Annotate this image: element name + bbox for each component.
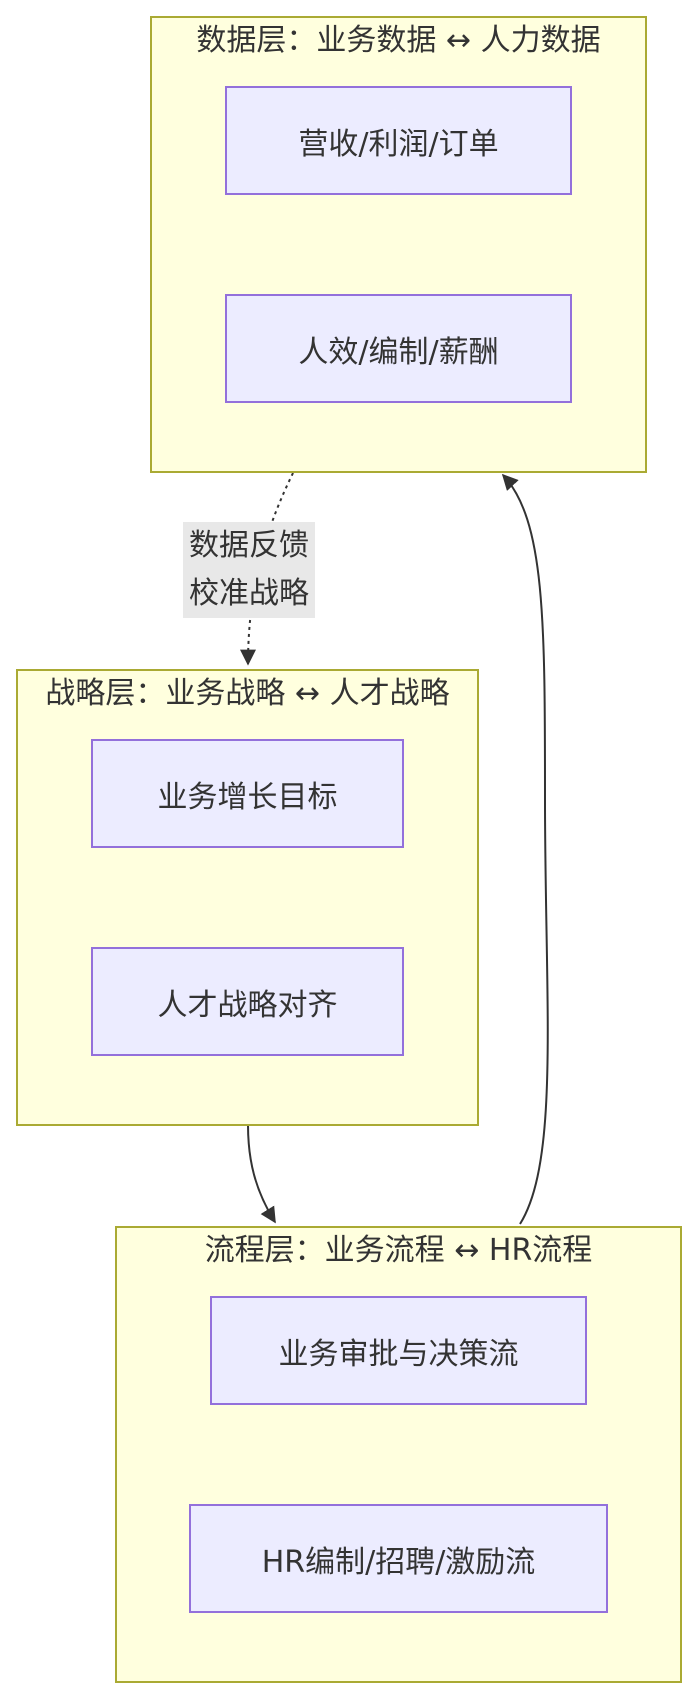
- cluster-title-process-layer: 流程层：业务流程 ↔ HR流程: [204, 1233, 593, 1268]
- edge-label-line-1: 数据反馈: [189, 528, 309, 563]
- edge-strategy-to-process: [247, 1124, 276, 1224]
- cluster-title-strategy-layer: 战略层：业务战略 ↔ 人才战略: [45, 676, 450, 711]
- edge-label-data-feedback: 数据反馈 校准战略: [183, 522, 315, 618]
- edge-data-to-strategy: [240, 472, 294, 666]
- cluster-data-layer: 数据层：业务数据 ↔ 人力数据: [150, 16, 647, 473]
- edge-process-to-data: [501, 473, 549, 1225]
- cluster-title-data-layer: 数据层：业务数据 ↔ 人力数据: [196, 23, 601, 58]
- edge-label-line-2: 校准战略: [189, 576, 309, 611]
- node-revenue-profit-orders: 营收/利润/订单: [225, 86, 572, 195]
- node-efficiency-headcount-pay: 人效/编制/薪酬: [225, 294, 572, 403]
- cluster-process-layer: 流程层：业务流程 ↔ HR流程: [115, 1226, 682, 1683]
- node-business-approval-flow: 业务审批与决策流: [210, 1296, 587, 1405]
- cluster-strategy-layer: 战略层：业务战略 ↔ 人才战略: [16, 669, 479, 1126]
- node-hr-headcount-recruit-incentive-flow: HR编制/招聘/激励流: [189, 1504, 608, 1613]
- node-talent-strategy-alignment: 人才战略对齐: [91, 947, 404, 1056]
- node-business-growth-target: 业务增长目标: [91, 739, 404, 848]
